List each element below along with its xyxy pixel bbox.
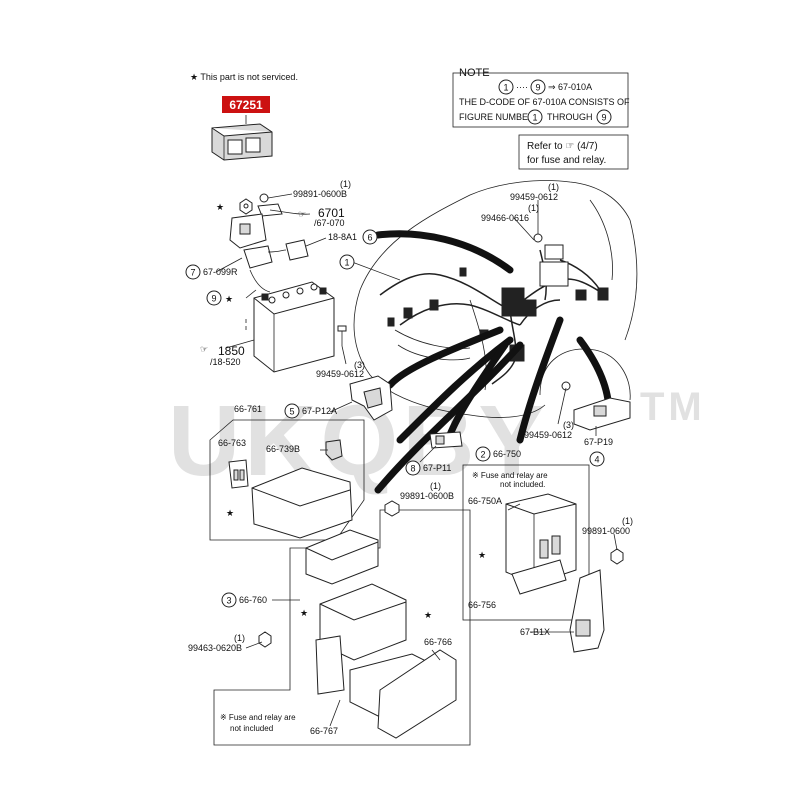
highlight-part-number: 67251 (229, 98, 263, 112)
star-icon: ★ (300, 608, 308, 618)
label-66-750a: 66-750A (468, 496, 502, 506)
callout-1[interactable] (339, 254, 355, 270)
star-icon: ★ (216, 202, 224, 212)
main-wiring-harness[interactable] (379, 233, 609, 391)
svg-text:(1): (1) (622, 516, 633, 526)
refer-box: Refer to ☞ (4/7) for fuse and relay. (518, 134, 629, 170)
callout-4[interactable] (589, 451, 605, 467)
star-icon: ★ (225, 294, 233, 304)
callout-3[interactable] (221, 592, 237, 608)
label-99459-0612-mid: 99459-0612 (316, 369, 364, 379)
callout-8[interactable] (405, 460, 421, 476)
label-66-767: 66-767 (310, 726, 338, 736)
star-icon: ★ (478, 550, 486, 560)
label-99466-0616: 99466-0616 (481, 213, 529, 223)
callout-7[interactable] (185, 264, 201, 280)
label-66-766: 66-766 (424, 637, 452, 647)
label-99459-0612-top: 99459-0612 (510, 192, 558, 202)
svg-text:9: 9 (535, 83, 540, 93)
routing-leaders (374, 230, 612, 494)
svg-text:1: 1 (532, 113, 537, 123)
svg-text:/67-070: /67-070 (314, 218, 345, 228)
label-67-p11: 67-P11 (423, 463, 451, 473)
note-box: NOTE 1 ···· 9 ⇒ 67-010A THE D-CODE OF 67… (452, 67, 630, 128)
watermark-tm: TM (640, 385, 706, 429)
star-icon: ★ (226, 508, 234, 518)
label-66-761: 66-761 (234, 404, 262, 414)
ref-icon: ☞ (298, 209, 306, 219)
label-99463-0620b: 99463-0620B (188, 643, 242, 653)
part-67251-illustration (211, 123, 273, 161)
label-66-763: 66-763 (218, 438, 246, 448)
fuse-note-bottom: ※ Fuse and relay are (220, 713, 296, 722)
svg-text:not included: not included (230, 724, 273, 733)
svg-text:(1): (1) (340, 179, 351, 189)
label-99459-0612-right: 99459-0612 (524, 430, 572, 440)
label-6701: 6701 (318, 206, 345, 220)
svg-text:FIGURE NUMBERS: FIGURE NUMBERS (459, 112, 541, 122)
fuse-box-66-750-group (462, 464, 624, 653)
svg-text:9: 9 (601, 113, 606, 123)
highlight-part-box[interactable] (222, 96, 270, 113)
ref-icon: ☞ (200, 344, 208, 354)
svg-text:(3): (3) (354, 360, 365, 370)
svg-text:(1): (1) (430, 481, 441, 491)
leader-lines (215, 115, 618, 727)
svg-text:5: 5 (289, 407, 294, 417)
label-99891-0600b-top: 99891-0600B (293, 189, 347, 199)
label-67-099r: 67-099R (203, 267, 238, 277)
svg-text:for fuse and relay.: for fuse and relay. (527, 155, 606, 166)
label-99891-0600: 99891-0600 (582, 526, 630, 536)
label-18-8a1: 18-8A1 (328, 232, 357, 242)
label-67-b1x: 67-B1X (520, 627, 550, 637)
svg-text:6: 6 (367, 233, 372, 243)
label-66-750: 66-750 (493, 449, 521, 459)
fuse-note-right: ※ Fuse and relay are (472, 471, 548, 480)
callout-5[interactable] (284, 403, 300, 419)
svg-text:THROUGH: THROUGH (547, 112, 593, 122)
callout-9[interactable] (206, 290, 222, 306)
fuse-box-cover-group (209, 419, 365, 541)
bracket-67-p12a (349, 375, 393, 421)
svg-text:Refer to ☞ (4/7): Refer to ☞ (4/7) (527, 141, 598, 152)
svg-text:(1): (1) (528, 203, 539, 213)
callout-6[interactable] (362, 229, 378, 245)
svg-text:⇒ 67-010A: ⇒ 67-010A (548, 82, 592, 92)
label-99891-0600b-mid: 99891-0600B (400, 491, 454, 501)
svg-text:9: 9 (211, 294, 216, 304)
part-67-p19 (573, 397, 631, 431)
bolt-99459-0612 (337, 325, 347, 346)
svg-text:2: 2 (480, 450, 485, 460)
label-1850: 1850 (218, 344, 245, 358)
label-66-756: 66-756 (468, 600, 496, 610)
svg-text:4: 4 (594, 455, 599, 465)
svg-text:8: 8 (410, 464, 415, 474)
callout-2[interactable] (475, 446, 491, 462)
svg-text:/18-520: /18-520 (210, 357, 241, 367)
label-66-739b: 66-739B (266, 444, 300, 454)
svg-text:(1): (1) (548, 182, 559, 192)
part-67-p11 (429, 431, 463, 449)
label-66-760: 66-760 (239, 595, 267, 605)
note-line2: THE D-CODE OF 67-010A CONSISTS OF (459, 97, 630, 107)
note-dots: ···· (516, 82, 528, 92)
svg-text:1: 1 (344, 258, 349, 268)
note-title: NOTE (459, 67, 490, 79)
not-serviced-note: ★ This part is not serviced. (190, 72, 298, 82)
label-67-p19: 67-P19 (584, 437, 613, 447)
star-icon: ★ (424, 610, 432, 620)
svg-text:(1): (1) (234, 633, 245, 643)
svg-text:7: 7 (190, 268, 195, 278)
svg-text:(3): (3) (563, 420, 574, 430)
svg-text:not included.: not included. (500, 480, 545, 489)
svg-text:3: 3 (226, 596, 231, 606)
svg-text:1: 1 (503, 83, 508, 93)
battery-illustration (253, 281, 335, 373)
battery-terminal-cluster (229, 193, 311, 293)
label-67-p12a: 67-P12A (302, 406, 337, 416)
fuse-box-lower-group (213, 500, 471, 746)
